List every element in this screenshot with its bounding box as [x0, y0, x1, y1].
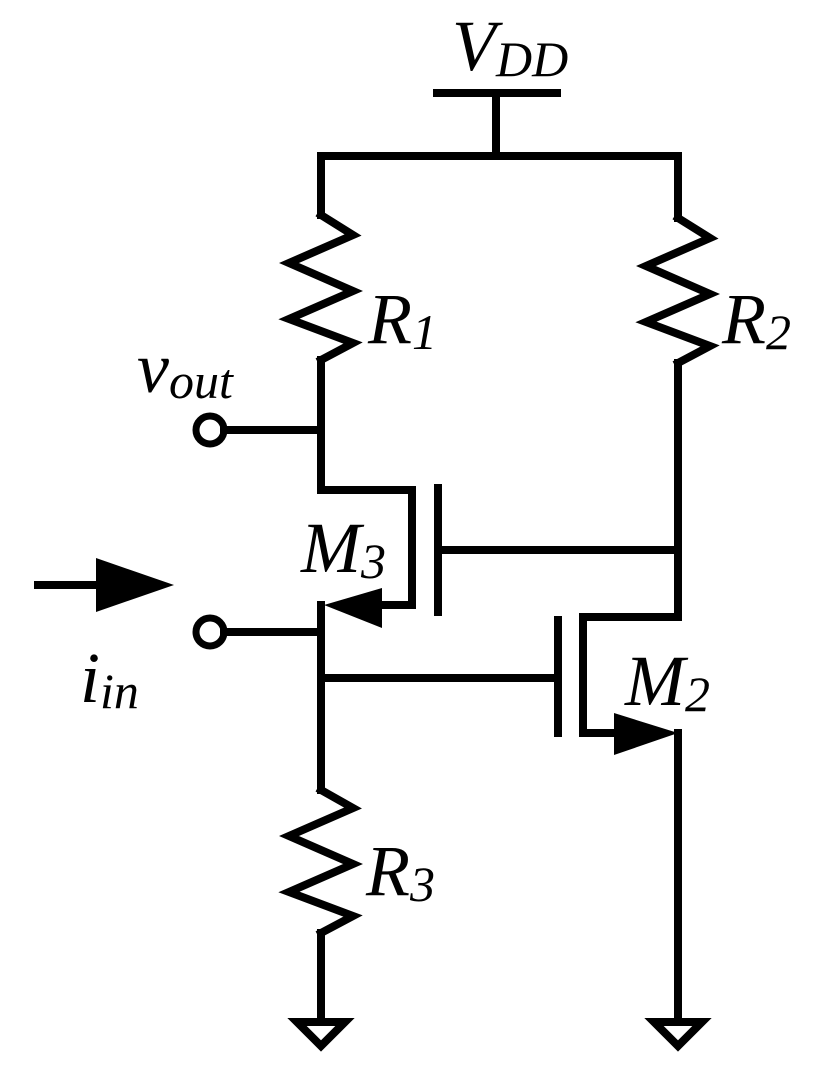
- vdd-label: VDD: [452, 6, 568, 87]
- transistor-m3: [317, 484, 682, 628]
- r1-label: R1: [367, 279, 437, 360]
- vout-label: vout: [137, 328, 234, 409]
- input-current-arrow: [34, 558, 174, 612]
- iin-label: iin: [80, 638, 139, 719]
- ground-right-icon: [644, 1018, 712, 1052]
- resistor-r1: [278, 152, 363, 494]
- r2-label: R2: [721, 279, 791, 360]
- resistor-r2: [635, 152, 720, 621]
- input-node: [192, 601, 562, 794]
- transistor-m2: [554, 613, 682, 1024]
- resistor-r3: [278, 784, 363, 1024]
- ground-left-icon: [287, 1018, 355, 1052]
- vdd-supply: [317, 89, 682, 160]
- vout-terminal: [192, 412, 325, 448]
- m2-label: M2: [624, 641, 710, 722]
- m3-label: M3: [300, 508, 386, 589]
- r3-label: R3: [365, 831, 435, 912]
